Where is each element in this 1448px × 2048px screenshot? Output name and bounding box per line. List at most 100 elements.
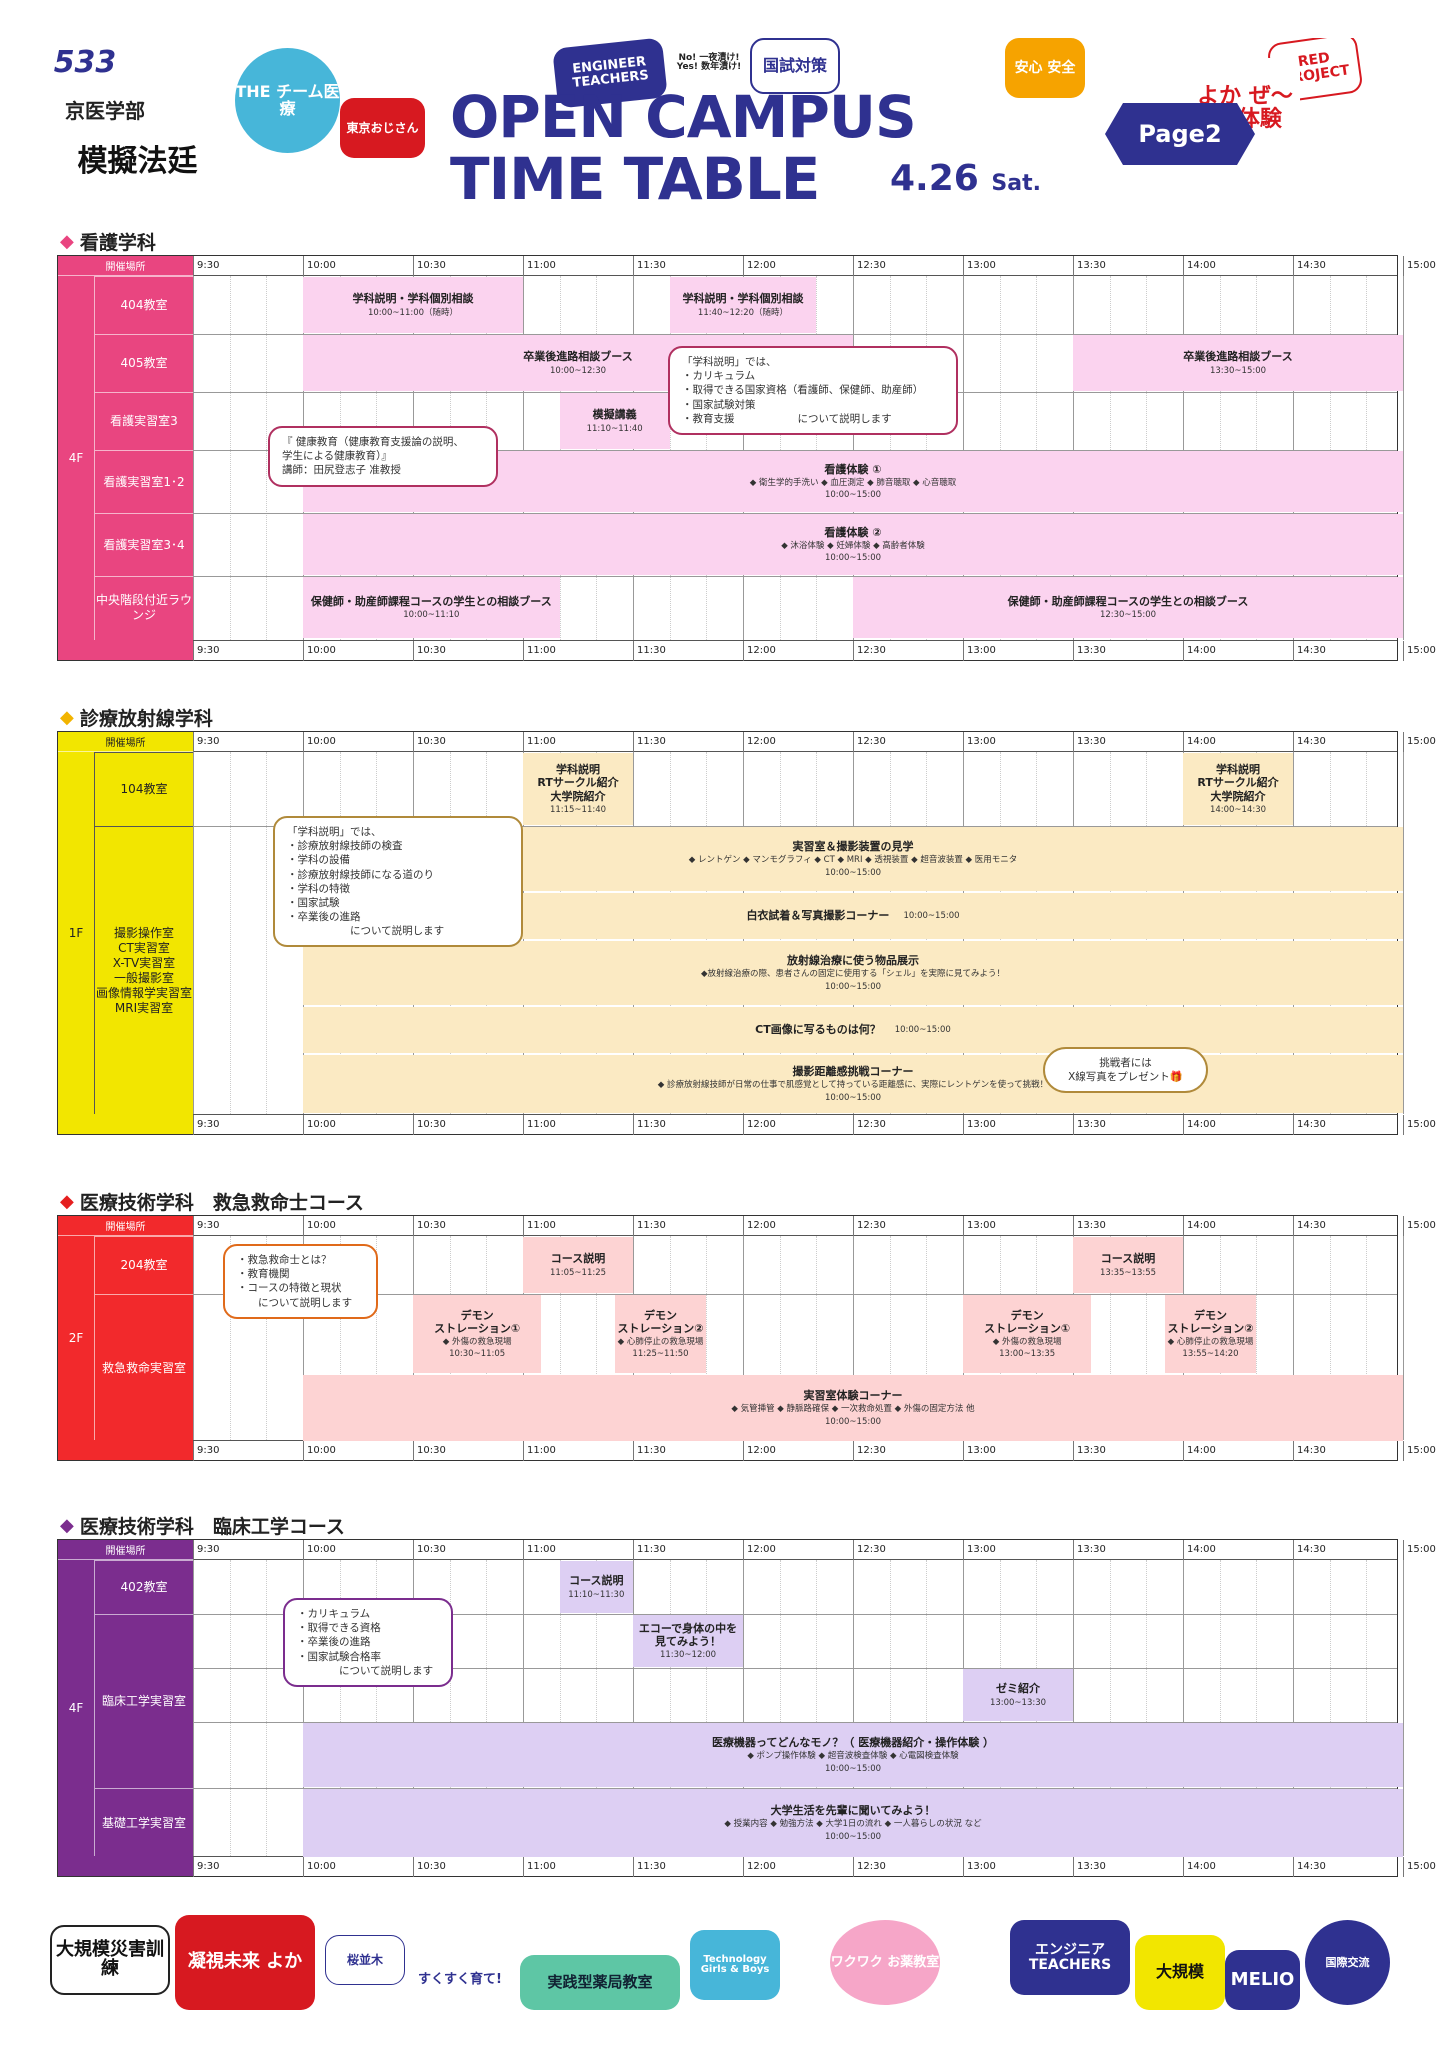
footer-banner: 大規模災害訓練 凝視未来 よか 桜並木 すくすく育て! 実践型薬局教室 Tech…	[50, 1905, 1400, 2030]
large-scale-sticker: 大規模	[1135, 1935, 1225, 2010]
callout-bubble: ・カリキュラム・取得できる資格・卒業後の進路・国家試験合格率 について説明します	[283, 1598, 453, 1687]
time-tick-label: 11:30	[633, 641, 666, 661]
grid-line	[1109, 1236, 1111, 1440]
diamond-icon: ◆	[60, 1515, 74, 1536]
time-tick-label: 14:00	[1183, 1857, 1216, 1877]
callout-line: ・卒業後の進路	[297, 1636, 371, 1649]
grid-line	[1403, 1236, 1404, 1440]
row-divider	[193, 826, 1397, 827]
time-tick-label: 12:00	[743, 1216, 776, 1236]
grid-line	[229, 276, 231, 640]
time-tick-label: 14:00	[1183, 1540, 1216, 1560]
event-title: エコーで身体の中を 見てみよう！	[638, 1621, 738, 1648]
event-title: 模擬講義	[592, 408, 637, 422]
grid-line	[779, 1560, 781, 1856]
page-title: OPEN CAMPUS TIME TABLE	[450, 86, 1010, 210]
time-tick-label: 10:00	[303, 1540, 336, 1560]
grid-line	[1403, 276, 1404, 640]
venue-header: 開催場所	[58, 1216, 193, 1236]
grid-line	[889, 1236, 891, 1440]
time-tick-label: 10:00	[303, 732, 336, 752]
time-tick-label: 12:00	[743, 1857, 776, 1877]
event-time: 11:10~11:40	[586, 423, 643, 434]
time-tick-label: 14:00	[1183, 732, 1216, 752]
time-tick-label: 9:30	[193, 1540, 219, 1560]
callout-line: ・救急救命士とは？	[237, 1254, 332, 1266]
time-tick-label: 14:30	[1293, 1115, 1326, 1135]
event-time: 10:00~15:00	[824, 1763, 882, 1774]
grid-line	[596, 1560, 598, 1856]
grid-line	[1256, 1236, 1258, 1440]
callout-line: ・学科の特徴	[287, 882, 350, 895]
event-time: 10:00~12:30	[549, 365, 607, 376]
event-time: 11:40~12:20（随時）	[697, 307, 789, 318]
title-line1: OPEN CAMPUS	[450, 83, 917, 151]
grid-line	[816, 1236, 818, 1440]
time-tick-label: 14:00	[1183, 1216, 1216, 1236]
grid-line	[853, 1560, 854, 1856]
row-divider	[193, 513, 1397, 514]
time-tick-label: 13:00	[963, 1857, 996, 1877]
time-tick-label: 15:00	[1403, 256, 1436, 276]
time-tick-label: 15:00	[1403, 641, 1436, 661]
event-time: 11:30~12:00	[659, 1650, 717, 1661]
grid-line	[193, 1236, 194, 1440]
grid-line	[266, 276, 268, 640]
grid-line	[376, 1236, 378, 1440]
section-title-nursing: ◆看護学科	[60, 228, 156, 255]
grid-line	[1073, 1560, 1074, 1856]
grid-line	[559, 1560, 561, 1856]
event-title: コース説明	[550, 1252, 606, 1266]
row-divider	[193, 1788, 1397, 1789]
grid-line	[339, 1560, 341, 1856]
venue-header: 開催場所	[58, 1540, 193, 1560]
time-tick-label: 14:30	[1293, 1441, 1326, 1461]
grid-line	[523, 1560, 524, 1856]
grid-line	[559, 1236, 561, 1440]
grid-line	[1403, 752, 1404, 1114]
row-divider	[193, 1294, 1397, 1295]
grid-line	[413, 1560, 414, 1856]
event-block: 医療機器ってどんなモノ？（ 医療機器紹介・操作体験 ）◆ ポンプ操作体験 ◆ 超…	[303, 1723, 1403, 1787]
future-sticker: 凝視未来 よか	[175, 1915, 315, 2010]
time-tick-label: 13:30	[1073, 1216, 1106, 1236]
grid-line	[229, 1236, 231, 1440]
tokyo-ojisan-sticker: 東京おじさん	[340, 98, 425, 158]
time-tick-label: 10:00	[303, 1115, 336, 1135]
event-title: 学科説明 RTサークル紹介 大学院紹介	[1197, 763, 1279, 803]
event-time: 11:25~11:50	[632, 1349, 689, 1360]
event-time: 10:30~11:05	[449, 1349, 506, 1360]
time-tick-label: 11:00	[523, 732, 556, 752]
event-time: 13:30~15:00	[1209, 365, 1267, 376]
time-tick-label: 13:00	[963, 1441, 996, 1461]
time-tick-label: 14:30	[1293, 1857, 1326, 1877]
grid-line	[743, 1560, 744, 1856]
event-block: 大学生活を先輩に聞いてみよう！◆ 授業内容 ◆ 勉強方法 ◆ 大学1日の流れ ◆…	[303, 1789, 1403, 1857]
event-detail: ◆ ポンプ操作体験 ◆ 超音波検査体験 ◆ 心電図検査体験	[747, 1751, 959, 1762]
grid-line	[1329, 1560, 1331, 1856]
event-detail: ◆ 心肺停止の救急現場	[617, 1337, 704, 1347]
callout-line: 『 健康教育（健康教育支援論の説明、	[282, 436, 464, 448]
time-tick-label: 14:00	[1183, 256, 1216, 276]
time-tick-label: 12:00	[743, 1540, 776, 1560]
time-tick-label: 11:30	[633, 1216, 666, 1236]
grid-line	[193, 1560, 194, 1856]
room-label: 402教室	[95, 1560, 193, 1614]
grid-line	[486, 1560, 488, 1856]
time-tick-label: 13:30	[1073, 1540, 1106, 1560]
callout-line: 「学科説明」では、	[682, 356, 777, 368]
time-tick-label: 11:30	[633, 1540, 666, 1560]
safety-sticker: 安心 安全	[1005, 38, 1085, 98]
time-tick-label: 11:00	[523, 1115, 556, 1135]
time-tick-label: 12:30	[853, 641, 886, 661]
